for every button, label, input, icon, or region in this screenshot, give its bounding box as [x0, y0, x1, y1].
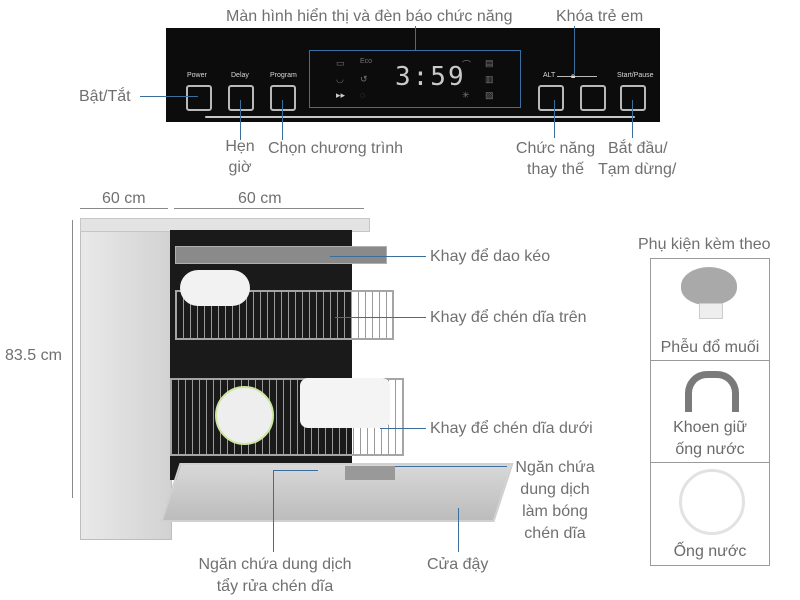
funnel-icon	[681, 267, 737, 305]
callout-line-delay	[240, 100, 241, 140]
callout-start-2: Tạm dừng/	[598, 161, 677, 178]
time-display: 3:59	[395, 62, 466, 92]
plate	[215, 386, 274, 445]
half-load-icon: ▨	[485, 90, 494, 100]
callout-rinse-2: dung dịch	[520, 481, 590, 498]
side-panel	[80, 218, 172, 540]
callout-line-detergent-h	[273, 470, 318, 471]
accessory-water-hose: Ống nước	[650, 462, 770, 566]
callout-detergent-1: Ngăn chứa dung dịch	[198, 556, 352, 573]
accessory-label-2: ống nước	[675, 441, 745, 458]
lock-icon: 🔒︎	[571, 71, 576, 80]
callout-start-1: Bắt đầu/	[608, 140, 668, 157]
callout-line-lower-rack	[380, 428, 426, 429]
callout-lower-rack: Khay để chén dĩa dưới	[430, 420, 593, 437]
accessory-hose-holder: Khoen giữ ống nước	[650, 360, 770, 464]
bowl-icon: ◡	[336, 74, 344, 84]
program-button-label: Program	[270, 72, 297, 79]
callout-line-alt	[554, 100, 555, 138]
funnel-spout	[699, 303, 723, 319]
callout-program: Chọn chương trình	[268, 140, 404, 157]
callout-line-upper-rack	[335, 317, 426, 318]
salt-icon: ▤	[485, 58, 494, 68]
callout-cutlery-tray: Khay để dao kéo	[430, 248, 551, 265]
eco-indicator: Eco	[360, 58, 373, 65]
accessory-label: Ống nước	[673, 543, 747, 560]
accessory-salt-funnel: Phễu đổ muối	[650, 258, 770, 362]
delay-button[interactable]	[228, 85, 254, 111]
detergent-dispenser	[345, 466, 395, 480]
callout-alt-2: thay thế	[527, 161, 584, 178]
accessories-title: Phụ kiện kèm theo	[638, 236, 771, 253]
callout-upper-rack: Khay để chén dĩa trên	[430, 309, 587, 326]
dimension-height: 83.5 cm	[5, 347, 62, 364]
bowls	[300, 378, 390, 428]
spray-icon: ⌒	[462, 60, 472, 70]
control-panel	[166, 28, 660, 122]
dimension-width: 60 cm	[238, 190, 282, 207]
snowflake-icon: ✳	[462, 90, 470, 100]
dishwasher-image	[80, 218, 514, 540]
depth-arrow	[80, 208, 168, 209]
callout-rinse-4: chén dĩa	[524, 525, 586, 542]
callout-door: Cửa đậy	[427, 556, 489, 573]
alt-lock-link	[557, 76, 597, 77]
callout-line-cutlery	[330, 256, 426, 257]
callout-child-lock: Khóa trẻ em	[556, 8, 644, 25]
start-pause-button[interactable]	[620, 85, 646, 111]
open-door	[160, 463, 514, 522]
height-arrow	[72, 220, 73, 498]
callout-line-program	[282, 100, 283, 140]
power-button[interactable]	[186, 85, 212, 111]
callout-rinse-3: làm bóng	[522, 503, 588, 520]
callout-delay-2: giờ	[228, 159, 252, 176]
dry-icon: ▥	[485, 74, 494, 84]
callout-line-start	[632, 100, 633, 138]
alt-button[interactable]	[538, 85, 564, 111]
callout-line-power	[140, 96, 198, 97]
dimension-depth: 60 cm	[102, 190, 146, 207]
callout-delay-1: Hẹn	[225, 138, 255, 155]
child-lock-button[interactable]	[580, 85, 606, 111]
callout-line-detergent	[273, 470, 274, 552]
cycle-icon: ◌	[360, 90, 366, 100]
callout-display: Màn hình hiển thị và đèn báo chức năng	[226, 8, 513, 25]
hose-holder-icon	[685, 371, 739, 412]
water-hose-icon	[679, 469, 745, 535]
cutlery-tray	[175, 246, 387, 264]
callout-power: Bật/Tắt	[79, 88, 131, 105]
pot-icon: ▭	[336, 58, 345, 68]
panel-stripe	[205, 116, 635, 118]
callout-line-door	[458, 508, 459, 552]
callout-line-child-lock	[574, 26, 575, 74]
callout-rinse-1: Ngăn chứa	[515, 459, 595, 476]
program-button[interactable]	[270, 85, 296, 111]
rinse-icon: ↺	[360, 74, 368, 84]
callout-line-rinse-aid	[395, 466, 507, 467]
callout-line-display	[415, 26, 416, 50]
power-button-label: Power	[187, 72, 207, 79]
accessory-label: Phễu đổ muối	[660, 339, 760, 356]
accessory-label: Khoen giữ	[673, 419, 747, 436]
start-pause-button-label: Start/Pause	[617, 72, 654, 79]
width-arrow	[174, 208, 364, 209]
callout-detergent-2: tẩy rửa chén dĩa	[216, 578, 334, 595]
delay-button-label: Delay	[231, 72, 249, 79]
callout-alt-1: Chức năng	[515, 140, 596, 157]
fast-forward-icon: ▸▸	[336, 90, 346, 100]
cups	[180, 270, 250, 306]
alt-button-label: ALT	[543, 72, 556, 79]
display-window	[309, 50, 521, 108]
